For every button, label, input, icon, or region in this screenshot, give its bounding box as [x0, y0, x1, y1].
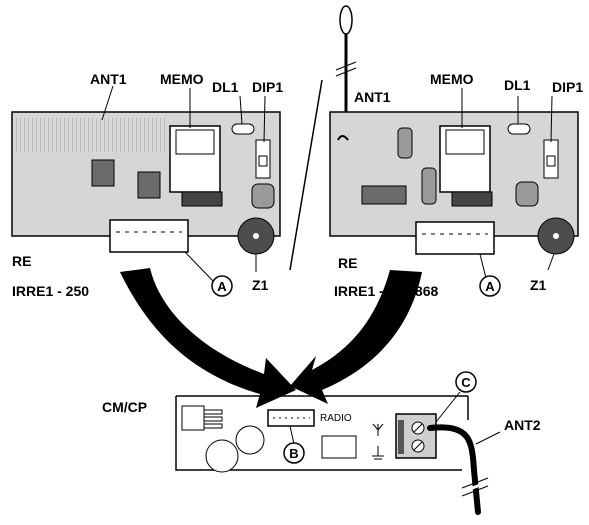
- left-z1-label: Z1: [252, 277, 269, 293]
- right-callout-a-circle: [479, 275, 501, 297]
- left-antenna-trace: [16, 118, 166, 152]
- right-insert-arrow: [290, 270, 422, 404]
- right-re-label: RE: [338, 255, 357, 271]
- right-memo-base: [451, 191, 493, 207]
- main-callout-c-circle: [455, 371, 477, 393]
- left-callout-a-circle: [211, 275, 233, 297]
- right-memo-chip: [445, 129, 485, 155]
- ant2-cable: [427, 424, 481, 515]
- left-memo-chip: [175, 129, 215, 155]
- main-radio-label: RADIO: [320, 413, 352, 424]
- left-re-label: RE: [12, 253, 31, 269]
- left-dl1-label: DL1: [212, 79, 239, 95]
- main-pcb: [175, 395, 469, 471]
- right-component-2: [421, 167, 437, 205]
- left-dl1-led: [231, 123, 255, 135]
- left-memo-label: MEMO: [160, 71, 204, 87]
- main-ant2-label: ANT2: [504, 417, 541, 433]
- left-dip1-label: DIP1: [252, 79, 283, 95]
- right-z1-label: Z1: [530, 277, 547, 293]
- left-chip-2: [137, 171, 161, 199]
- main-cmcp-label: CM/CP: [102, 399, 147, 415]
- left-receiver-board: A ANT1 MEMO DL1 DIP1 RE IRRE1 - 250 Z1: [11, 71, 283, 299]
- main-chip: [321, 435, 357, 459]
- main-capacitor-2: [235, 425, 265, 455]
- left-insert-arrow: [120, 268, 296, 408]
- right-memo-label: MEMO: [430, 71, 474, 87]
- main-callout-b: B: [289, 446, 298, 461]
- right-ant1-label: ANT1: [354, 89, 391, 105]
- main-transistor: [181, 405, 205, 431]
- left-model-label: IRRE1 - 250: [12, 283, 89, 299]
- right-receiver-board: A ANT1 MEMO DL1 DIP1 RE IRRE1 - 250/868 …: [329, 5, 583, 299]
- right-component-1: [397, 127, 413, 159]
- right-dl1-label: DL1: [504, 77, 531, 93]
- main-callout-c: C: [461, 375, 471, 390]
- left-connector: [109, 219, 189, 253]
- right-antenna-tip: [339, 5, 353, 35]
- main-capacitor-1: [205, 439, 239, 473]
- main-board: CM/CP RADIO B: [102, 371, 541, 515]
- left-capacitor: [251, 183, 275, 209]
- right-capacitor: [515, 181, 539, 207]
- left-chip-1: [91, 159, 115, 187]
- left-memo-base: [181, 191, 223, 207]
- divider-line: [289, 79, 323, 271]
- right-connector: [415, 221, 495, 255]
- main-callout-b-circle: [283, 442, 305, 464]
- right-dip1-label: DIP1: [552, 79, 583, 95]
- ground-symbol-icon: [372, 446, 384, 460]
- left-callout-a: A: [217, 279, 227, 294]
- antenna-symbol-icon: [372, 423, 384, 436]
- right-dl1-led: [507, 123, 531, 135]
- right-callout-a: A: [485, 279, 495, 294]
- left-ant1-label: ANT1: [90, 71, 127, 87]
- right-chip-1: [361, 185, 407, 205]
